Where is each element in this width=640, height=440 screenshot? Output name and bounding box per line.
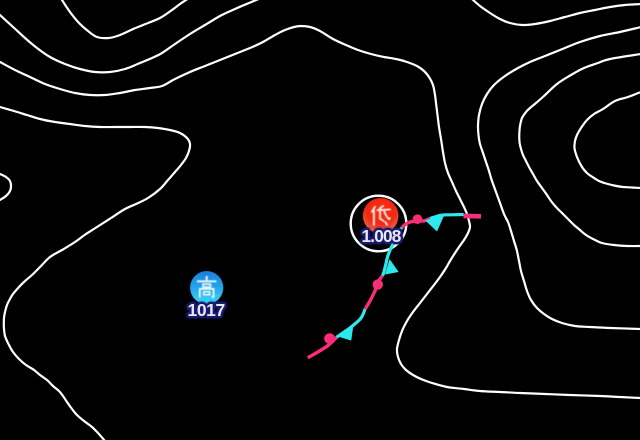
svg-text:1017: 1017 (188, 300, 225, 320)
svg-text:1017: 1017 (188, 300, 225, 320)
svg-text:1.008: 1.008 (361, 226, 401, 246)
svg-text:1.008: 1.008 (361, 226, 401, 246)
svg-text:1.008: 1.008 (361, 226, 401, 246)
svg-text:1017: 1017 (188, 300, 225, 320)
